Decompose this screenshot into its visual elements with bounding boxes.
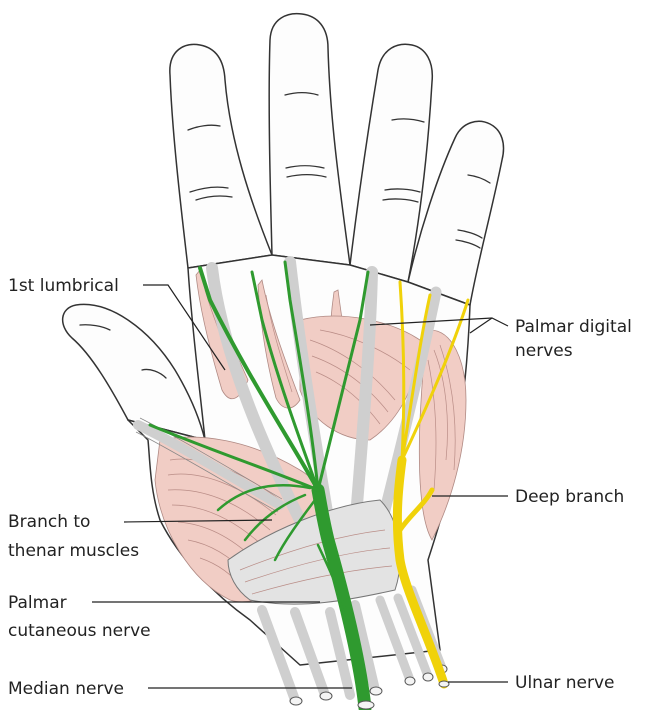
- label-1st-lumbrical: 1st lumbrical: [8, 276, 119, 296]
- label-deep-branch: Deep branch: [515, 487, 624, 507]
- label-ulnar-nerve: Ulnar nerve: [515, 673, 615, 693]
- middle-finger: [269, 14, 350, 265]
- label-branch-thenar-2: thenar muscles: [8, 541, 139, 561]
- label-palmar-cutaneous-2: cutaneous nerve: [8, 621, 151, 641]
- label-palmar-digital-2: nerves: [515, 341, 573, 361]
- label-palmar-cutaneous-1: Palmar: [8, 593, 67, 613]
- label-branch-thenar-1: Branch to: [8, 512, 90, 532]
- label-median-nerve: Median nerve: [8, 679, 124, 699]
- label-palmar-digital-1: Palmar digital: [515, 317, 632, 337]
- index-finger: [170, 44, 272, 268]
